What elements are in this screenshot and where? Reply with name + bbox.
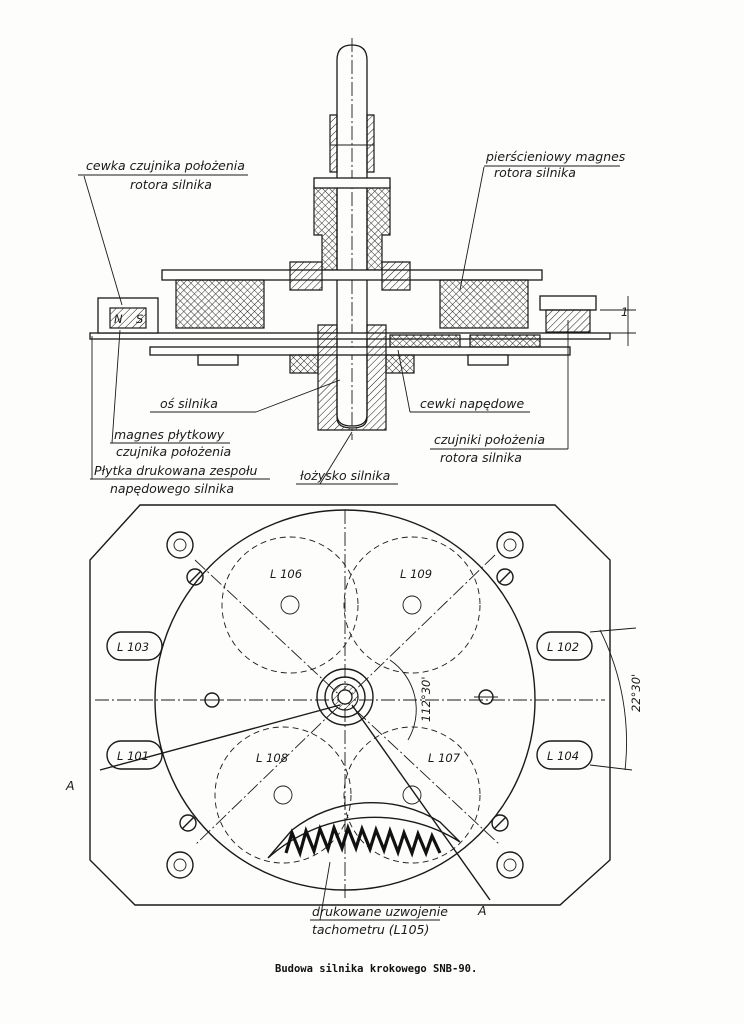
figure-caption: Budowa silnika krokowego SNB-90. [275,963,477,975]
label-czujniki-line2: rotora silnika [440,450,522,465]
sensor-l104-label: L 104 [547,749,579,763]
label-drukowane-line1: drukowane uzwojenie [312,904,448,919]
coil-l106-label: L 106 [270,567,302,581]
label-drukowane-line2: tachometru (L105) [312,922,429,937]
label-magnes-ring-line2: rotora silnika [494,165,576,180]
label-cewki-napedowe: cewki napędowe [420,396,524,411]
plan-leaders [310,861,440,921]
coil-l107-label: L 107 [428,751,461,765]
sensor-l101-label: L 101 [117,749,149,763]
label-plytka-line2: napędowego silnika [110,481,234,496]
magnet-n-label: N [114,312,123,326]
section-leaders [78,165,620,485]
section-a-left-label: A [65,778,75,793]
label-os: oś silnika [160,396,218,411]
coil-l108-label: L 108 [256,751,288,765]
label-czujniki-line1: czujniki położenia [434,432,545,447]
label-cewka-line1: cewka czujnika położenia [86,158,245,173]
label-plytka-line1: Płytka drukowana zespołu [94,463,258,478]
label-cewka-line2: rotora silnika [130,177,212,192]
label-lozysko: łożysko silnika [300,468,390,483]
sensor-l102-label: L 102 [547,640,579,654]
angle-22-label: 22°30' [629,674,643,712]
magnet-s-label: S [136,312,143,326]
label-magnes-ring-line1: pierścieniowy magnes [485,149,626,164]
label-magnes-plytkowy-line1: magnes płytkowy [114,427,225,442]
section-view: N S 1 [89,38,636,440]
label-magnes-plytkowy-line2: czujnika położenia [116,444,231,459]
coil-l109-label: L 109 [400,567,432,581]
plan-view [89,504,637,906]
sensor-l103-label: L 103 [117,640,149,654]
dim-gap-label: 1 [621,305,628,319]
angle-112-label: 112°30' [419,677,433,723]
section-a-right-label: A [477,903,487,918]
